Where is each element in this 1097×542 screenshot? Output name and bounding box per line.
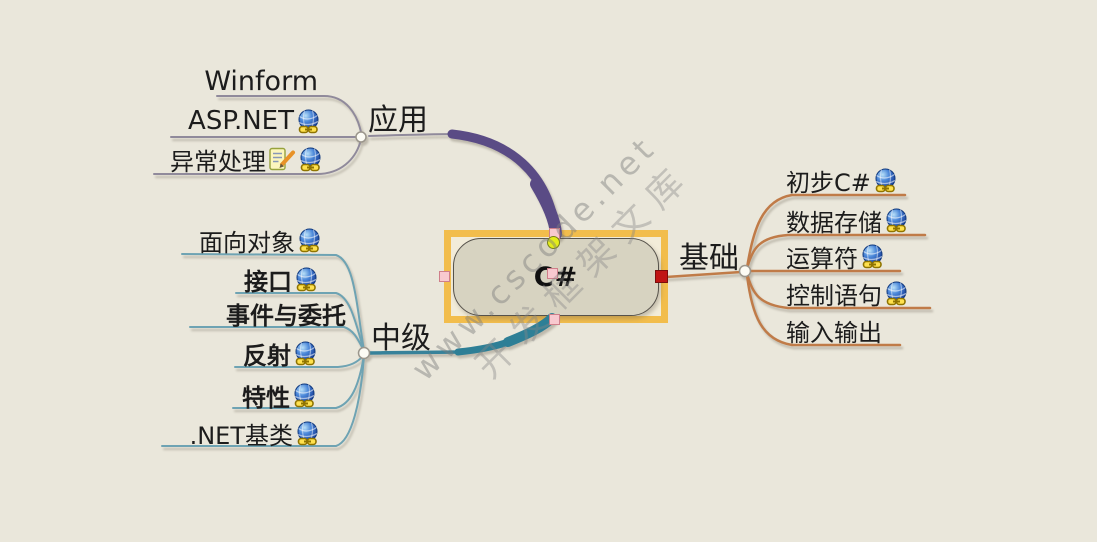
topic-winform-label: Winform (204, 65, 318, 97)
topic-exception-label: 异常处理 (170, 147, 266, 176)
branch-line-shurushuchu (745, 273, 902, 347)
topic-jiekou-label: 接口 (244, 267, 292, 296)
hyperlink-globe-icon[interactable] (885, 281, 908, 306)
topic-chubu-label: 初步C# (786, 168, 871, 197)
branch-line-netjilei (161, 354, 365, 447)
branch-line-texing (232, 354, 365, 409)
topic-kongzhiyuju-label: 控制语句 (786, 281, 882, 310)
topic-shurushuchu[interactable]: 输入输出 (786, 315, 882, 347)
topic-zhongji-label: 中级 (371, 321, 431, 356)
hyperlink-globe-icon[interactable] (299, 147, 322, 172)
topic-aspnet-label: ASP.NET (188, 106, 294, 136)
topic-fanshe[interactable]: 反射 (243, 338, 317, 370)
branch-line-chubu (745, 193, 907, 270)
hyperlink-globe-icon[interactable] (293, 383, 316, 408)
branch-line-shijianweituo (189, 326, 365, 352)
topic-texing-label: 特性 (242, 383, 290, 412)
topic-mianxiangduixiang-label: 面向对象 (199, 228, 295, 257)
hyperlink-globe-icon[interactable] (294, 341, 317, 366)
topic-shurushuchu-label: 输入输出 (786, 318, 882, 347)
topic-netjilei[interactable]: .NET基类 (189, 418, 319, 450)
topic-exception[interactable]: 异常处理 (170, 144, 322, 176)
topic-yingyong[interactable]: 应用 (368, 100, 428, 138)
hyperlink-globe-icon[interactable] (874, 168, 897, 193)
main-curve-yingyong-taper (530, 178, 562, 240)
topic-winform[interactable]: Winform (204, 65, 318, 97)
topic-zhongji[interactable]: 中级 (371, 318, 431, 356)
branch-line-winform (216, 95, 362, 133)
resize-handle-left[interactable] (439, 271, 450, 282)
topic-jichu[interactable]: 基础 (679, 238, 739, 276)
branch-line-jiekou (235, 292, 365, 352)
topic-yingyong-label: 应用 (368, 103, 428, 138)
topic-yunsuanfu-label: 运算符 (786, 244, 858, 273)
topic-mianxiangduixiang[interactable]: 面向对象 (199, 225, 321, 257)
topic-texing[interactable]: 特性 (242, 380, 316, 412)
main-line-jichu (664, 270, 743, 279)
hyperlink-globe-icon[interactable] (861, 244, 884, 269)
resize-handle-bottom[interactable] (549, 314, 560, 325)
topic-shujucunchu[interactable]: 数据存储 (786, 205, 908, 237)
main-curve-zhongji-taper (503, 313, 557, 347)
junction-yingyong[interactable] (355, 131, 367, 143)
topic-yunsuanfu[interactable]: 运算符 (786, 241, 884, 273)
hyperlink-globe-icon[interactable] (298, 228, 321, 253)
topic-shijianweituo[interactable]: 事件与委托 (226, 298, 346, 330)
main-line-zhongji (366, 350, 464, 355)
hyperlink-globe-icon[interactable] (885, 208, 908, 233)
hyperlink-globe-icon[interactable] (295, 267, 318, 292)
topic-aspnet[interactable]: ASP.NET (188, 106, 320, 136)
branch-line-mianxiangduixiang (181, 253, 365, 352)
junction-zhongji[interactable] (357, 346, 371, 360)
anchor-point-top[interactable] (547, 236, 560, 249)
hyperlink-globe-icon[interactable] (297, 109, 320, 134)
branch-line-shujucunchu (745, 233, 927, 271)
resize-handle-center[interactable] (547, 268, 558, 279)
topic-kongzhiyuju[interactable]: 控制语句 (786, 278, 908, 310)
topic-jiekou[interactable]: 接口 (244, 264, 318, 296)
topic-netjilei-label: .NET基类 (189, 421, 293, 450)
hyperlink-globe-icon[interactable] (296, 421, 319, 446)
branch-line-exception (153, 142, 361, 175)
topic-shijianweituo-label: 事件与委托 (226, 301, 346, 330)
anchor-point-right[interactable] (655, 270, 668, 283)
topic-shujucunchu-label: 数据存储 (786, 208, 882, 237)
topic-jichu-label: 基础 (679, 241, 739, 276)
topic-fanshe-label: 反射 (243, 341, 291, 370)
junction-jichu[interactable] (738, 264, 752, 278)
topic-chubu[interactable]: 初步C# (786, 165, 897, 197)
notes-icon[interactable] (269, 147, 296, 171)
